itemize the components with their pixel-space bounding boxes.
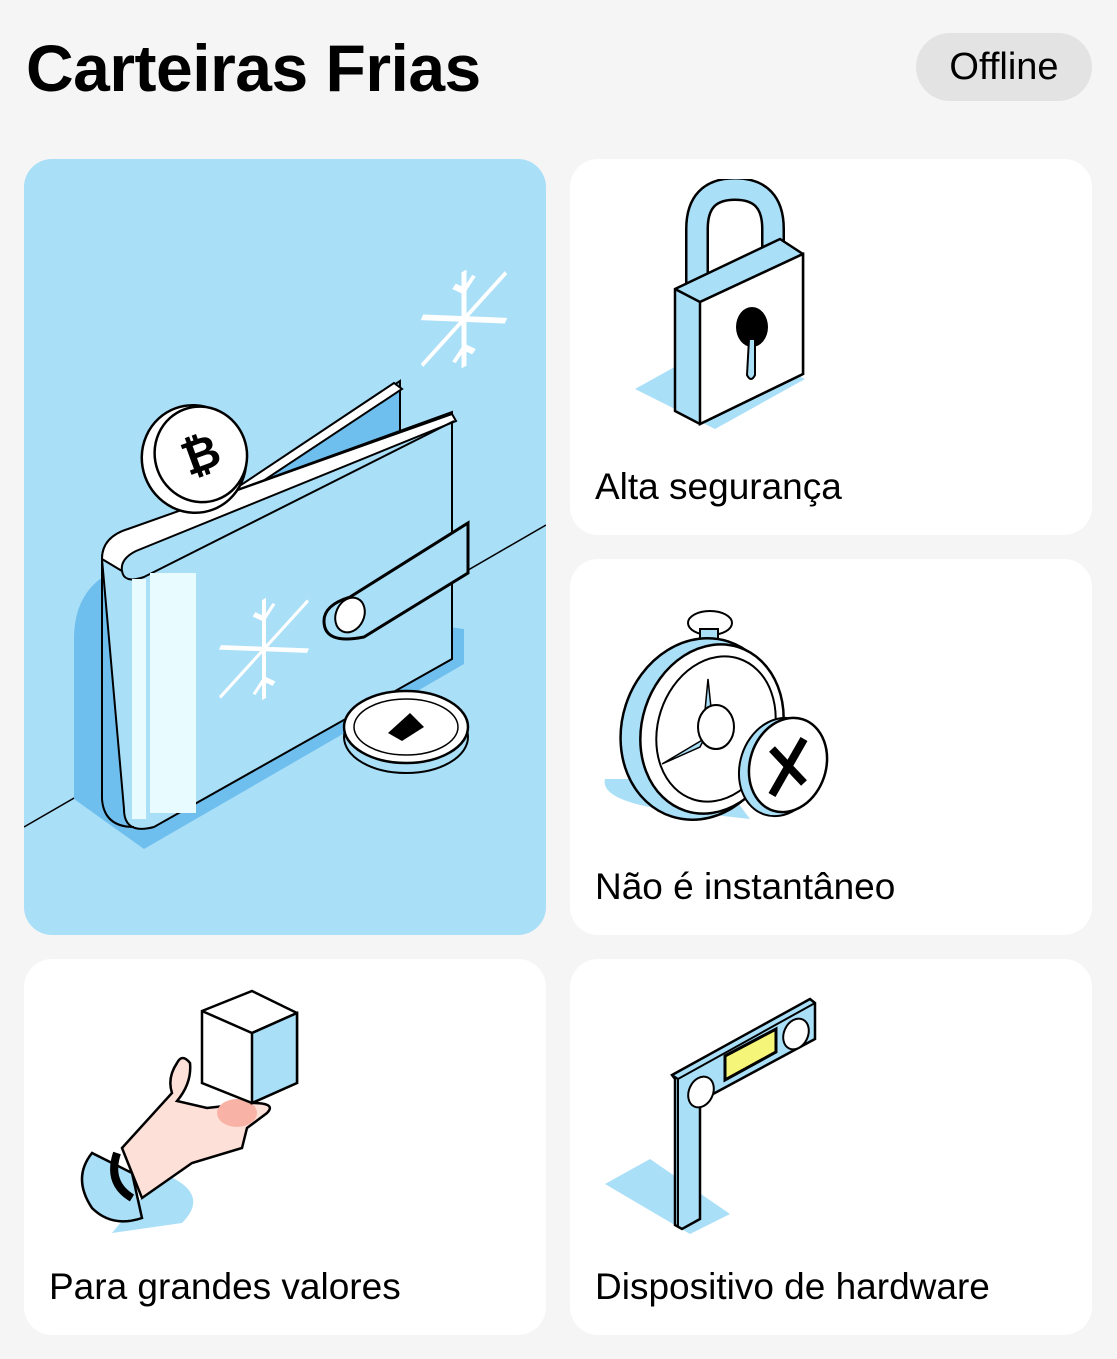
hardware-wallet-device-icon — [605, 997, 817, 1234]
stopwatch-with-x-icon — [604, 610, 829, 822]
page-title: Carteiras Frias — [26, 31, 481, 105]
feature-card-security: Alta segurança — [570, 159, 1092, 535]
status-badge: Offline — [916, 33, 1092, 101]
card-label: Dispositivo de hardware — [595, 1266, 990, 1307]
feature-card-hardware: Dispositivo de hardware — [570, 959, 1092, 1335]
wallet-illustration: ₿ — [24, 269, 546, 849]
feature-card-large-values: Para grandes valores — [24, 959, 546, 1335]
hero-card: ₿ — [24, 159, 546, 935]
padlock-icon — [635, 179, 805, 429]
card-label: Alta segurança — [595, 466, 842, 507]
feature-card-not-instant: Não é instantâneo — [570, 559, 1092, 935]
card-label: Para grandes valores — [49, 1266, 401, 1307]
hand-holding-cube-icon — [80, 989, 299, 1233]
card-label: Não é instantâneo — [595, 866, 896, 907]
